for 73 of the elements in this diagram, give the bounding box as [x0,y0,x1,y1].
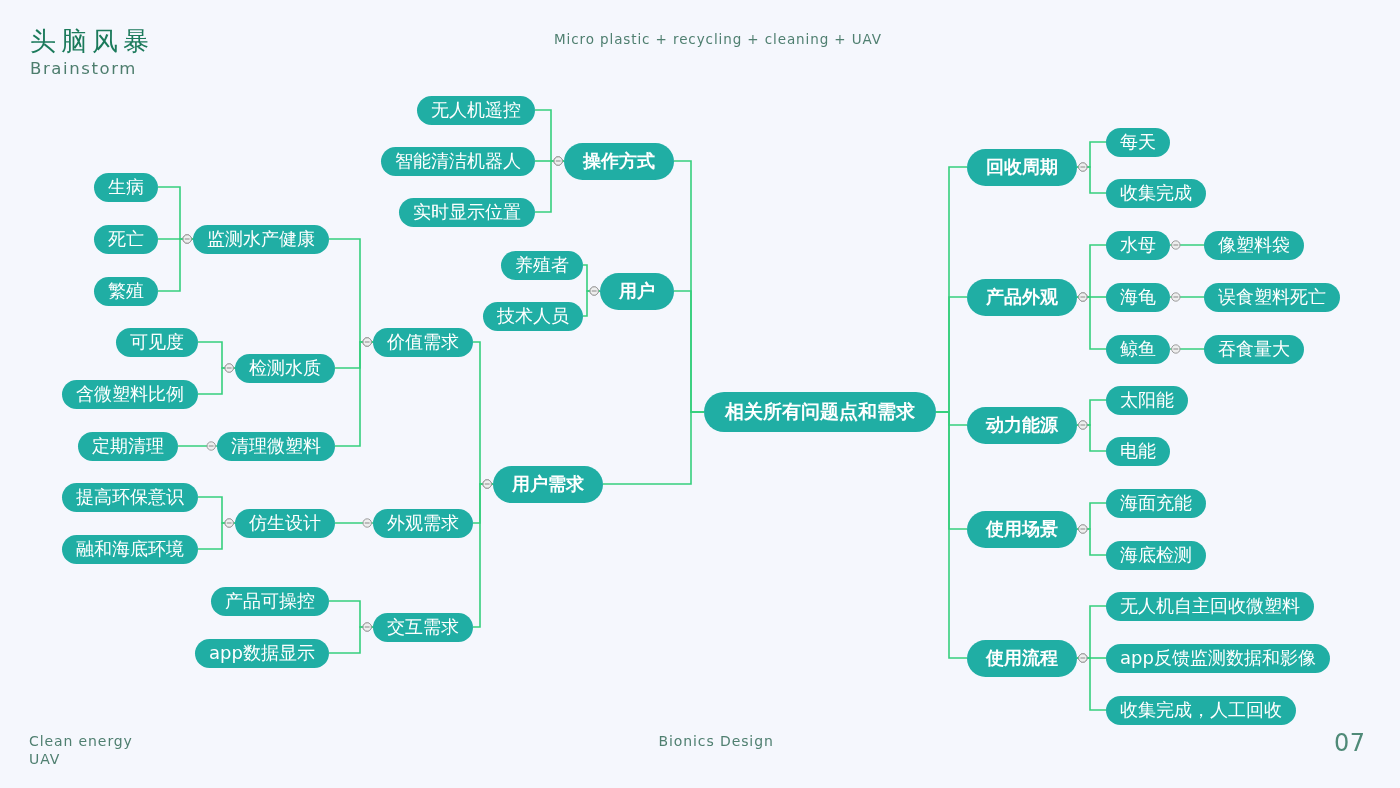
connector-line [935,411,968,659]
subtopic: 提高环保意识 [62,482,198,512]
connector-line [1169,240,1205,250]
connector-line [534,156,565,213]
subtopic: 产品可操控 [211,586,329,616]
subtopic: 价值需求 [373,327,473,357]
footer-text: Bionics Design [658,733,774,750]
subtopic: 鲸鱼 [1106,334,1170,364]
connector-line [582,286,601,317]
subtopic: 仿生设计 [235,508,335,538]
footer-text: Clean energy [29,733,133,750]
subtopic: 每天 [1106,127,1170,157]
subtopic: 海龟 [1106,282,1170,312]
subtopic: 无人机遥控 [417,95,535,125]
main-topic: 用户 [600,272,674,310]
central-topic: 相关所有问题点和需求 [704,392,936,432]
subtopic: 养殖者 [501,250,583,280]
subtopic: 海面充能 [1106,488,1206,518]
connector-line [334,518,374,528]
header-text: Micro plastic + recycling + cleaning + UAV [554,31,882,48]
subtopic: 繁殖 [94,276,158,306]
connector-line [1169,292,1205,302]
page-number: 07 [1334,729,1366,758]
connector-line [1076,420,1107,452]
subtopic: 像塑料袋 [1204,230,1304,260]
subtopic: 定期清理 [78,431,178,461]
subtopic: 吞食量大 [1204,334,1304,364]
subtopic: 智能清洁机器人 [381,146,535,176]
subtopic: 收集完成 [1106,178,1206,208]
subtopic: 生病 [94,172,158,202]
connector-line [1076,162,1107,194]
main-topic: 用户需求 [493,465,603,503]
main-topic: 产品外观 [967,278,1077,316]
connector-line [197,363,236,395]
subtopic: 实时显示位置 [399,197,535,227]
subtopic: 含微塑料比例 [62,379,198,409]
connector-line [602,411,705,485]
connector-line [1076,524,1107,556]
subtopic: 技术人员 [483,301,583,331]
subtopic: 收集完成，人工回收 [1106,695,1296,725]
subtopic: app数据显示 [195,638,329,668]
main-topic: 操作方式 [564,142,674,180]
subtopic: 无人机自主回收微塑料 [1106,591,1314,621]
connector-line [334,337,374,447]
subtopic: 监测水产健康 [193,224,329,254]
connector-line [1169,344,1205,354]
connector-line [177,441,218,451]
main-topic: 使用场景 [967,510,1077,548]
connector-line [157,234,194,292]
subtopic: 太阳能 [1106,385,1188,415]
subtopic: app反馈监测数据和影像 [1106,643,1330,673]
connector-line [1076,653,1107,711]
subtopic: 外观需求 [373,508,473,538]
subtopic: 检测水质 [235,353,335,383]
subtopic: 误食塑料死亡 [1204,282,1340,312]
connector-line [197,518,236,550]
footer-text: UAV [29,751,61,768]
subtopic: 海底检测 [1106,540,1206,570]
main-topic: 使用流程 [967,639,1077,677]
subtopic: 融和海底环境 [62,534,198,564]
subtopic: 可见度 [116,327,198,357]
main-topic: 回收周期 [967,148,1077,186]
page-title: 头脑风暴 [30,26,154,58]
subtopic: 清理微塑料 [217,431,335,461]
connector-line [328,622,374,654]
main-topic: 动力能源 [967,406,1077,444]
subtopic: 交互需求 [373,612,473,642]
subtopic: 死亡 [94,224,158,254]
subtopic: 电能 [1106,436,1170,466]
subtopic: 水母 [1106,230,1170,260]
subtitle: Brainstorm [30,59,137,79]
connector-line [1076,292,1107,350]
connector-line [472,479,494,628]
